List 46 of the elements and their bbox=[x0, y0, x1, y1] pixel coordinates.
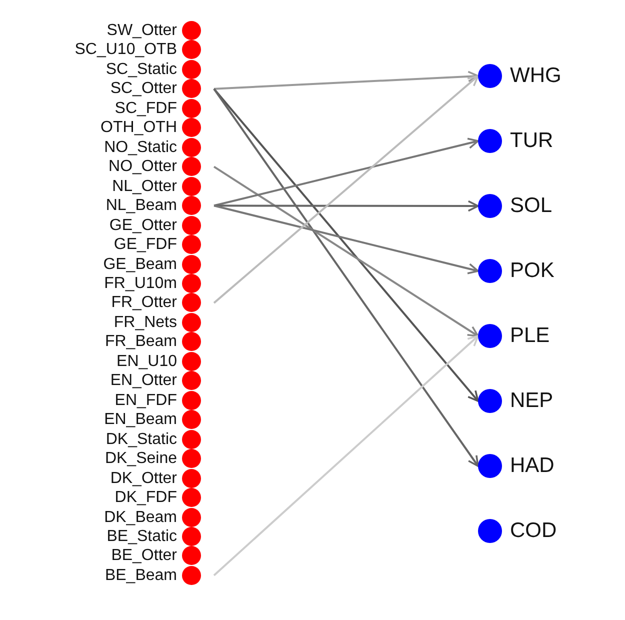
species-node: TUR bbox=[478, 129, 554, 153]
fleet-node: DK_Static bbox=[30, 430, 201, 449]
arrow bbox=[213, 88, 479, 467]
species-node: POK bbox=[478, 259, 554, 283]
fleet-node: DK_Seine bbox=[30, 449, 201, 468]
fleet-node: NL_Otter bbox=[30, 176, 201, 196]
species-node: COD bbox=[478, 519, 557, 543]
arrow bbox=[214, 200, 479, 212]
fleet-node: FR_Nets bbox=[30, 312, 201, 332]
fleet-node: BE_Beam bbox=[30, 566, 201, 585]
species-node: SOL bbox=[478, 194, 552, 218]
fleet-node: GE_Beam bbox=[30, 254, 201, 274]
fleet-node: GE_FDF bbox=[30, 235, 201, 254]
species-node: HAD bbox=[478, 454, 554, 478]
species-node: NEP bbox=[478, 389, 554, 413]
fleet-node: NO_Otter bbox=[30, 157, 201, 176]
arrow bbox=[214, 138, 479, 207]
fleet-node: NO_Static bbox=[30, 138, 201, 157]
fleet-node: SC_U10_OTB bbox=[30, 40, 201, 60]
arrow bbox=[214, 204, 479, 274]
fleet-node: SW_Otter bbox=[30, 21, 201, 40]
fleet-node: BE_Otter bbox=[30, 546, 201, 566]
fleet-node: OTH_OTH bbox=[30, 118, 201, 138]
arrow bbox=[214, 70, 479, 90]
fleet-node: SC_Static bbox=[30, 60, 201, 79]
fleet-node: EN_U10 bbox=[30, 352, 201, 371]
fleet-node: DK_Beam bbox=[30, 508, 201, 526]
arrow bbox=[213, 75, 479, 304]
arrow bbox=[213, 166, 479, 337]
fleet-node: EN_Beam bbox=[30, 410, 201, 430]
fleet-node: DK_Otter bbox=[30, 468, 201, 488]
fleet-node: GE_Otter bbox=[30, 216, 201, 235]
fleet-node: SC_Otter bbox=[30, 79, 201, 98]
arrow bbox=[213, 88, 479, 402]
fleet-node: EN_Otter bbox=[30, 371, 201, 390]
fleet-node: NL_Beam bbox=[30, 196, 201, 216]
fleet-node: EN_FDF bbox=[30, 390, 201, 410]
fleet-node: SC_FDF bbox=[30, 98, 201, 118]
fleet-node: BE_Static bbox=[30, 526, 201, 546]
fleet-node: FR_U10m bbox=[30, 274, 201, 293]
arrow bbox=[213, 335, 479, 576]
species-node: WHG bbox=[478, 64, 562, 88]
fleet-node: DK_FDF bbox=[30, 488, 201, 508]
fleet-node: FR_Beam bbox=[30, 332, 201, 352]
species-node: PLE bbox=[478, 324, 550, 348]
fleet-node: FR_Otter bbox=[30, 293, 201, 312]
